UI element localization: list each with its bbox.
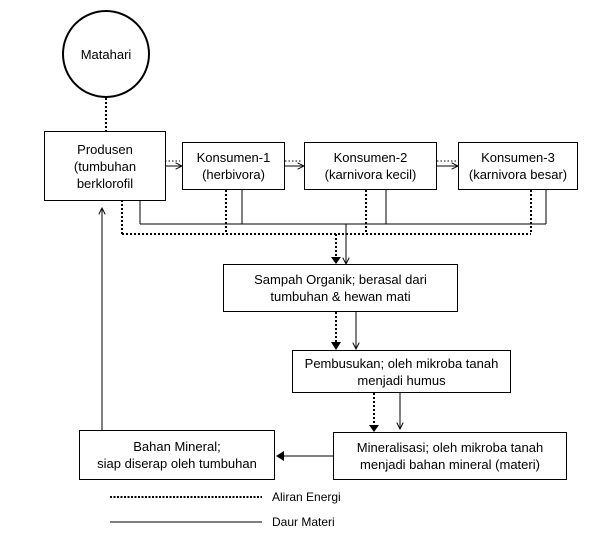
mineralisasi-node: Mineralisasi; oleh mikroba tanah menjadi…: [333, 432, 567, 480]
sun-node: Matahari: [62, 10, 150, 98]
konsumen1-label: Konsumen-1 (herbivora): [196, 150, 271, 182]
konsumen1-node: Konsumen-1 (herbivora): [182, 142, 285, 190]
produsen-node: Produsen (tumbuhan berklorofil: [44, 131, 166, 201]
legend-energy-label: Aliran Energi: [272, 490, 341, 504]
energy-collection-lines: [121, 190, 532, 258]
bahan-mineral-label: Bahan Mineral; siap diserap oleh tumbuha…: [97, 439, 257, 471]
sampah-node: Sampah Organik; berasal dari tumbuhan & …: [223, 264, 458, 312]
konsumen2-node: Konsumen-2 (karnivora kecil): [304, 142, 437, 190]
legend-matter-label: Daur Materi: [272, 515, 335, 529]
konsumen3-node: Konsumen-3 (karnivora besar): [458, 142, 578, 190]
matter-collection-lines: [139, 190, 547, 264]
bahan-mineral-node: Bahan Mineral; siap diserap oleh tumbuha…: [79, 430, 275, 480]
pembusukan-node: Pembusukan; oleh mikroba tanah menjadi h…: [292, 350, 511, 393]
konsumen2-label: Konsumen-2 (karnivora kecil): [324, 150, 417, 182]
mineralisasi-label: Mineralisasi; oleh mikroba tanah menjadi…: [356, 440, 544, 472]
sampah-label: Sampah Organik; berasal dari tumbuhan & …: [254, 272, 427, 304]
produsen-label: Produsen (tumbuhan berklorofil: [73, 141, 137, 191]
konsumen3-label: Konsumen-3 (karnivora besar): [468, 150, 568, 182]
pembusukan-label: Pembusukan; oleh mikroba tanah menjadi h…: [304, 355, 499, 388]
sun-label: Matahari: [80, 46, 132, 62]
